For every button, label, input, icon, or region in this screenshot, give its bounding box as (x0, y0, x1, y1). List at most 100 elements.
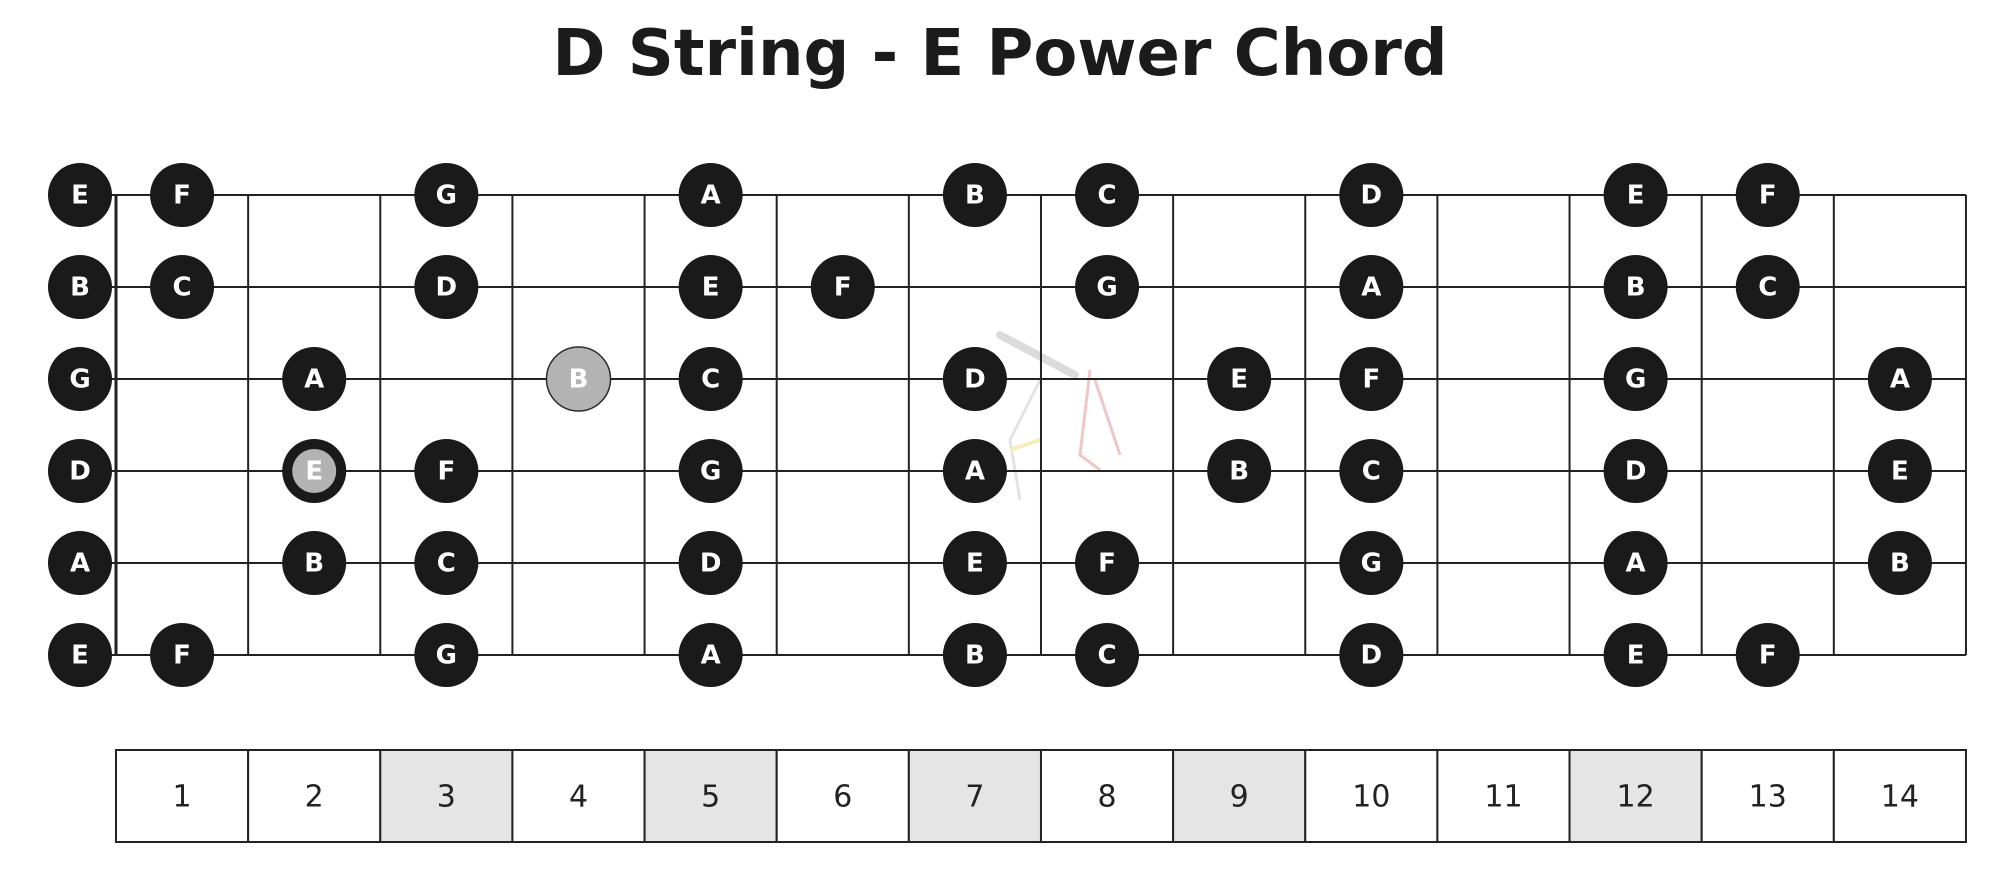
note-label: G (700, 457, 721, 487)
note-circle (1075, 163, 1140, 227)
note-label: C (173, 273, 192, 303)
note-circle (942, 347, 1007, 411)
note-label: G (1361, 549, 1382, 579)
note-circle (48, 347, 112, 411)
note-marker: G (1075, 255, 1140, 319)
note-circle-highlight (545, 346, 612, 412)
note-marker: F (150, 163, 215, 227)
note-marker: E (1207, 347, 1272, 411)
note-label: F (1759, 181, 1777, 211)
note-marker: B (1603, 255, 1668, 319)
note-circle (48, 255, 112, 319)
note-label: F (834, 273, 852, 303)
fret-number-box (1700, 749, 1835, 843)
note-label: D (1361, 641, 1383, 671)
note-label: F (1759, 641, 1777, 671)
note-marker: G (678, 439, 743, 503)
note-label: A (304, 365, 324, 395)
note-label: D (964, 365, 986, 395)
note-circle (1339, 347, 1404, 411)
note-circle (1075, 623, 1140, 687)
fret-number-box (247, 749, 382, 843)
note-marker: B (48, 255, 112, 319)
note-label: D (700, 549, 722, 579)
fret-number-cell: 9 (1172, 749, 1307, 843)
note-circle (282, 531, 347, 595)
note-circle (1075, 531, 1140, 595)
note-circle (1603, 255, 1668, 319)
note-marker: B (282, 531, 347, 595)
note-circle (414, 531, 479, 595)
fret-number-cell: 10 (1304, 749, 1439, 843)
note-marker: F (414, 439, 479, 503)
note-label: C (1098, 181, 1117, 211)
note-marker: F (1339, 347, 1404, 411)
note-label: C (437, 549, 456, 579)
note-label: G (1096, 273, 1117, 303)
fret-number-label: 12 (1617, 780, 1655, 815)
note-circle (1339, 163, 1404, 227)
fret-number-box (1039, 749, 1175, 843)
note-marker: G (1339, 531, 1404, 595)
note-label: B (965, 181, 985, 211)
note-circle (1735, 623, 1800, 687)
fret-number-label: 5 (701, 780, 720, 815)
note-label: D (69, 457, 91, 487)
note-label: C (1098, 641, 1117, 671)
note-marker: C (1735, 255, 1800, 319)
guitar-watermark-icon (996, 331, 1122, 501)
note-marker: B (545, 346, 612, 412)
fret-number-label: 2 (305, 780, 324, 815)
note-label: F (173, 181, 191, 211)
note-marker: D (942, 347, 1007, 411)
fret-number-cell: 8 (1039, 749, 1175, 843)
note-label: G (436, 181, 457, 211)
note-circle (1867, 347, 1932, 411)
note-label: E (71, 181, 89, 211)
note-circle (1867, 439, 1932, 503)
note-circle-highlight (292, 449, 337, 493)
fret-number-box (907, 749, 1042, 843)
note-marker: D (1339, 623, 1404, 687)
note-marker: E (678, 255, 743, 319)
note-marker: B (1867, 531, 1932, 595)
note-label: E (966, 549, 984, 579)
note-marker: E (48, 163, 112, 227)
fret-number-label: 3 (437, 780, 456, 815)
note-label: D (1625, 457, 1647, 487)
note-marker: F (810, 255, 875, 319)
note-circle (48, 439, 112, 503)
note-marker: C (1075, 163, 1140, 227)
note-label: G (69, 365, 90, 395)
note-label: C (1362, 457, 1381, 487)
fret-number-cell: 2 (247, 749, 382, 843)
fret-number-box (1436, 749, 1571, 843)
note-circle (414, 623, 479, 687)
note-circle (1339, 531, 1404, 595)
note-circle (414, 439, 479, 503)
note-marker: F (150, 623, 215, 687)
note-circle (678, 255, 743, 319)
note-circle (1207, 347, 1272, 411)
note-marker: C (678, 347, 743, 411)
note-circle (1603, 163, 1668, 227)
note-marker: A (1339, 255, 1404, 319)
note-marker: G (414, 163, 479, 227)
note-circle (1603, 623, 1668, 687)
fret-number-box (115, 749, 250, 843)
note-circle (942, 531, 1007, 595)
note-circle (678, 439, 743, 503)
note-marker: F (1075, 531, 1140, 595)
note-label: B (304, 549, 324, 579)
fret-number-box (1832, 749, 1967, 843)
note-marker: B (942, 623, 1007, 687)
fret-number-cell: 13 (1700, 749, 1835, 843)
note-circle (1339, 439, 1404, 503)
note-circle (1735, 255, 1800, 319)
fret-number-label: 7 (965, 780, 984, 815)
note-marker: A (678, 623, 743, 687)
fret-number-cell: 11 (1436, 749, 1571, 843)
note-circle (48, 163, 112, 227)
note-marker: B (1207, 439, 1272, 503)
